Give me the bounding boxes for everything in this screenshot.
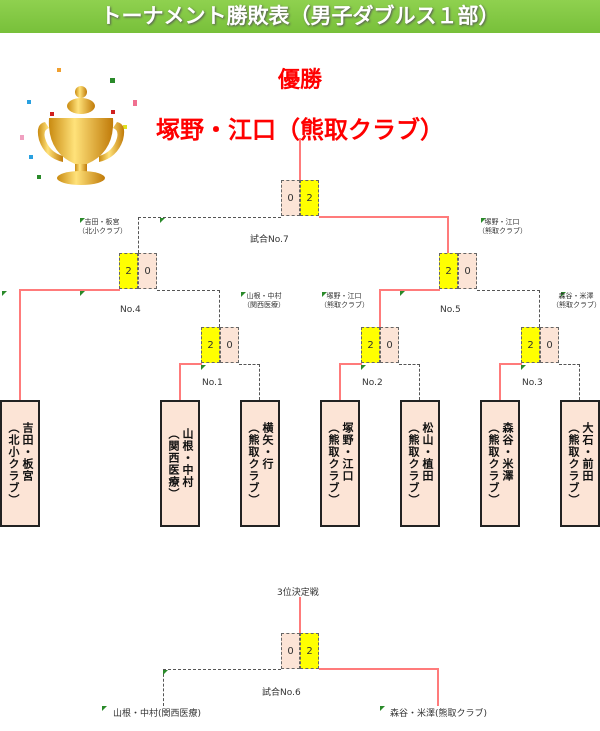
match-label-m3: No.3: [522, 378, 543, 388]
team-box: 吉田・板宮（北小クラブ）: [0, 400, 40, 527]
m3-score-left: 2: [521, 327, 540, 363]
third-score-left: 0: [281, 633, 300, 669]
m2-score-left: 2: [361, 327, 380, 363]
final-score-left: 0: [281, 180, 300, 216]
advancer-label: 森谷・米澤（熊取クラブ）: [552, 292, 600, 309]
match-label-final: 試合No.7: [250, 235, 289, 245]
advancer-label: 山根・中村（関西医療）: [243, 292, 285, 309]
team-box: 塚野・江口（熊取クラブ）: [320, 400, 360, 527]
m1-score-left: 2: [201, 327, 220, 363]
third-score-right: 2: [300, 633, 319, 669]
team-box: 横矢・行（熊取クラブ）: [240, 400, 280, 527]
m4-score-left: 2: [119, 253, 138, 289]
match-label-m4: No.4: [120, 305, 141, 315]
m3-score-right: 0: [540, 327, 559, 363]
m2-score-right: 0: [380, 327, 399, 363]
match-label-m2: No.2: [362, 378, 383, 388]
team-box: 大石・前田（熊取クラブ）: [560, 400, 600, 527]
m4-score-right: 0: [138, 253, 157, 289]
advancer-label: 塚野・江口（熊取クラブ）: [478, 218, 527, 235]
champion-label: 優勝: [277, 68, 322, 93]
team-box: 山根・中村（関西医療）: [160, 400, 200, 527]
third-place-team: 森谷・米澤(熊取クラブ): [390, 709, 488, 719]
third-place-title: 3位決定戦: [277, 588, 319, 598]
match-label-third: 試合No.6: [262, 688, 301, 698]
page-title: トーナメント勝敗表（男子ダブルス１部）: [0, 0, 600, 33]
team-box: 森谷・米澤（熊取クラブ）: [480, 400, 520, 527]
team-box: 松山・植田（熊取クラブ）: [400, 400, 440, 527]
m5-score-right: 0: [458, 253, 477, 289]
advancer-label: 塚野・江口（熊取クラブ）: [320, 292, 369, 309]
final-score-right: 2: [300, 180, 319, 216]
match-label-m1: No.1: [202, 378, 223, 388]
m1-score-right: 0: [220, 327, 239, 363]
trophy-icon: [20, 68, 137, 185]
advancer-label: 吉田・板宮（北小クラブ）: [78, 218, 127, 235]
match-label-m5: No.5: [440, 305, 461, 315]
third-place-team: 山根・中村(関西医療): [113, 709, 202, 719]
m5-score-left: 2: [439, 253, 458, 289]
